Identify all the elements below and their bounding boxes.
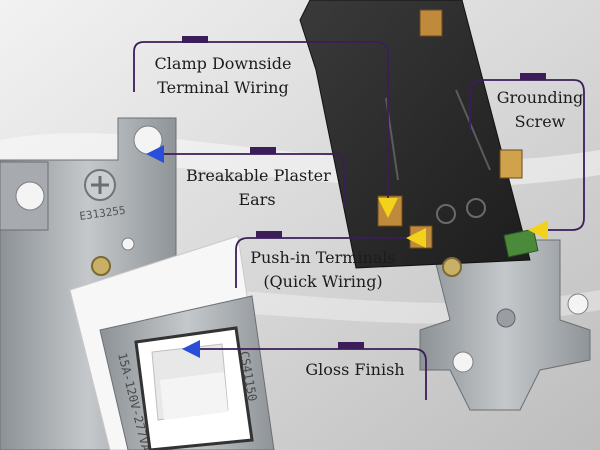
callout-tab bbox=[520, 73, 546, 80]
callout-line-ears bbox=[160, 153, 345, 206]
callout-text: Grounding bbox=[496, 88, 584, 107]
callout-text: Terminal Wiring bbox=[157, 78, 289, 97]
neutral-symbol bbox=[436, 204, 456, 224]
callout-line-gloss bbox=[200, 348, 427, 400]
callout-tabs bbox=[182, 36, 546, 349]
ul-code: E313255 bbox=[79, 204, 127, 223]
yellow-arrow-pushin bbox=[406, 228, 426, 248]
callout-push-in-terminals: Push-in Terminals (Quick Wiring) bbox=[244, 246, 402, 294]
yellow-arrow-clamp bbox=[378, 198, 398, 218]
callout-text: Ears bbox=[238, 190, 276, 209]
callout-lines bbox=[133, 41, 585, 400]
callout-text: Clamp Downside bbox=[154, 54, 292, 73]
callout-line-clamp bbox=[133, 41, 389, 198]
receptacle bbox=[299, 0, 591, 411]
blue-arrow-ears bbox=[146, 145, 164, 163]
callout-text: Breakable Plaster bbox=[186, 166, 331, 185]
toggle-lever-face bbox=[160, 372, 228, 420]
callout-gloss-finish: Gloss Finish bbox=[296, 358, 414, 382]
ear-hole bbox=[15, 181, 45, 211]
molded-arrow bbox=[455, 89, 491, 171]
callout-text: (Quick Wiring) bbox=[263, 272, 383, 291]
strap-hole bbox=[496, 308, 516, 328]
receptacle-back-body bbox=[299, 0, 531, 269]
callout-tab bbox=[182, 36, 208, 43]
callout-tab bbox=[338, 342, 364, 349]
light-switch: E313255 15A-120V-277VAC CS41150 bbox=[0, 117, 275, 450]
blue-arrow-gloss bbox=[182, 340, 200, 358]
ear-hole bbox=[567, 293, 589, 315]
strap-hole bbox=[121, 237, 135, 251]
callout-tab bbox=[250, 147, 276, 154]
callout-breakable-ears: Breakable Plaster Ears bbox=[186, 164, 331, 212]
terminal-screw bbox=[499, 149, 523, 179]
callout-text: Push-in Terminals bbox=[250, 248, 396, 267]
callout-line-pushin bbox=[235, 237, 412, 288]
yellow-arrow-ground bbox=[528, 220, 548, 240]
screw-slot bbox=[91, 176, 109, 194]
callout-clamp-downside: Clamp Downside Terminal Wiring bbox=[146, 52, 300, 100]
callout-text: Gloss Finish bbox=[305, 360, 405, 379]
callout-tab bbox=[256, 231, 282, 238]
callout-text: Screw bbox=[514, 112, 566, 131]
callout-grounding-screw: Grounding Screw bbox=[486, 86, 594, 134]
grounding-screw bbox=[503, 228, 539, 258]
callout-line-ground bbox=[469, 79, 585, 231]
brass-rivet bbox=[442, 257, 462, 277]
ground-symbol bbox=[466, 198, 486, 218]
brass-rivet bbox=[91, 256, 111, 276]
terminal-screw bbox=[419, 9, 443, 37]
ear-hole bbox=[452, 351, 474, 373]
